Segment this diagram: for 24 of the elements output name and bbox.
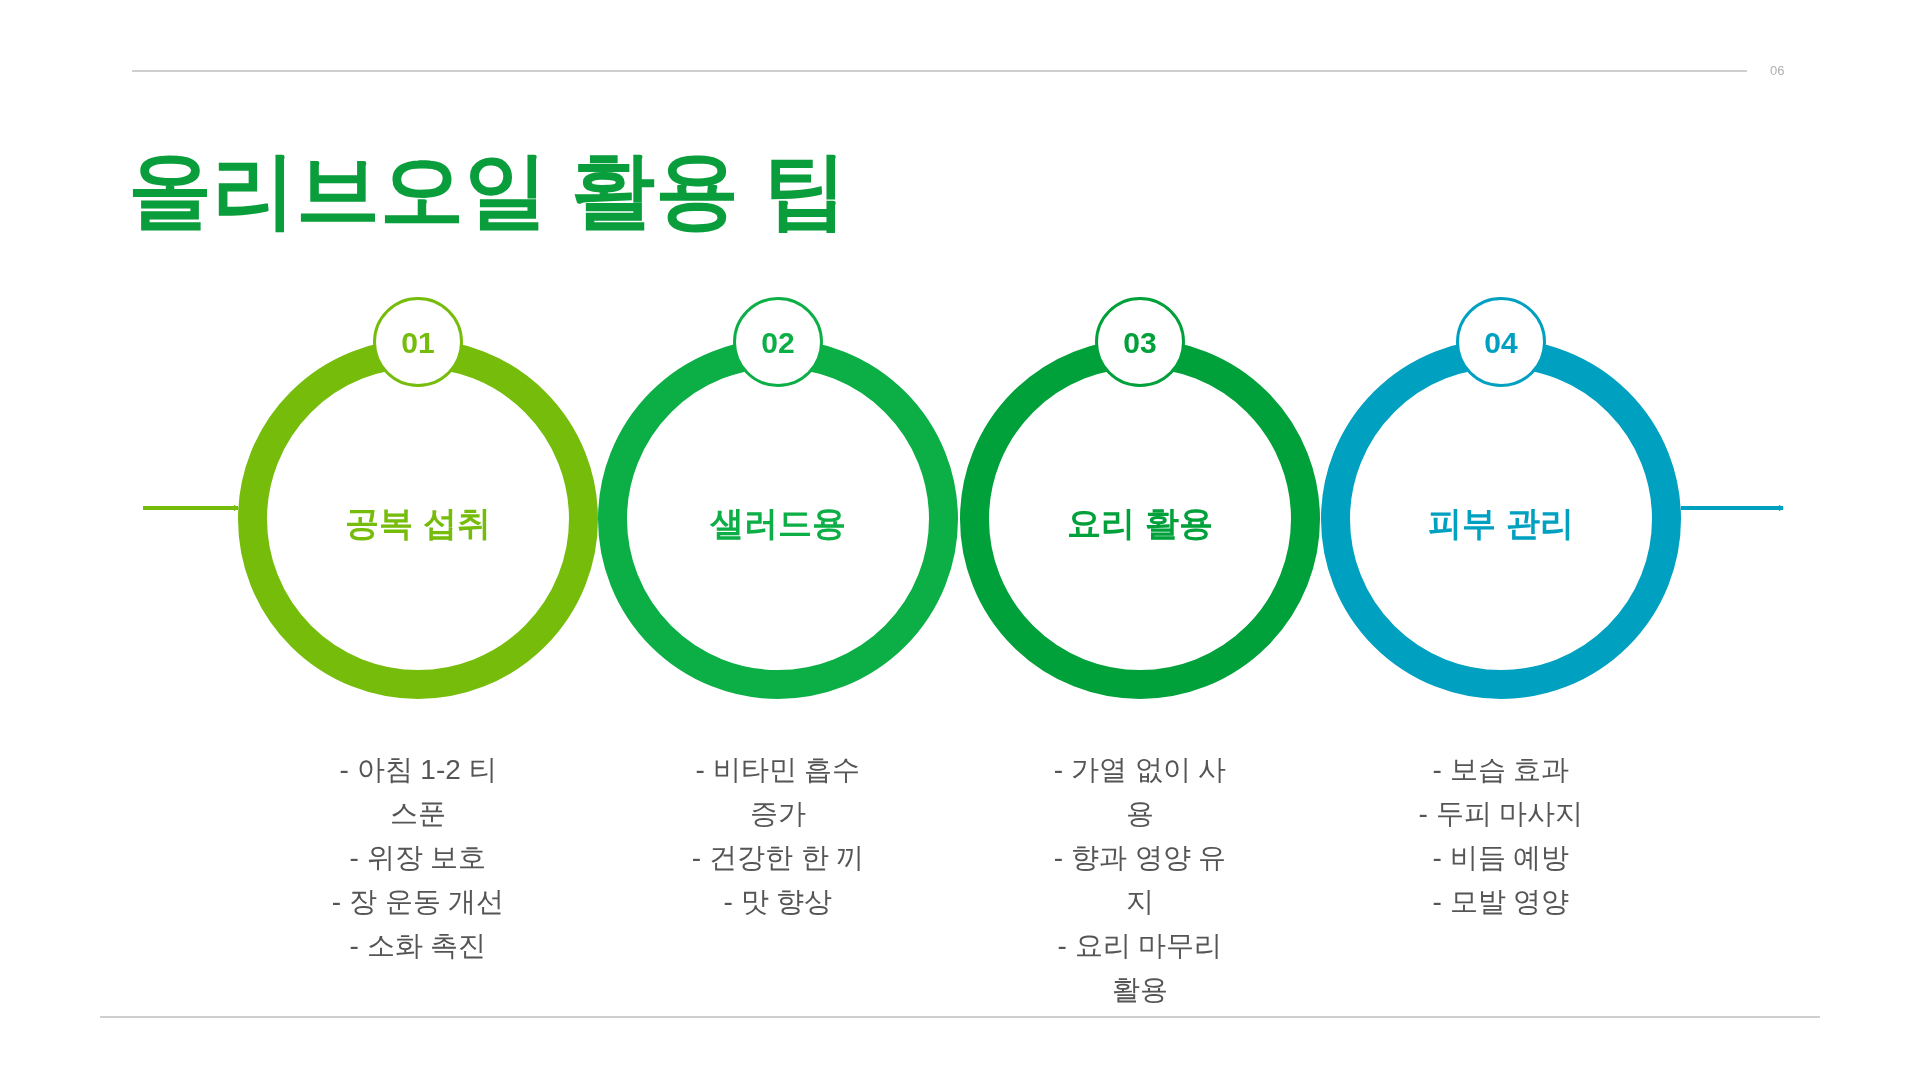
bullet-text: - 요리 마무리 활용 — [1056, 929, 1224, 1007]
step-title: 공복 섭취 — [345, 502, 491, 544]
bullet-text: - 비타민 흡수 증가 — [694, 753, 862, 831]
bullet-text: - 아침 1-2 티스푼 — [338, 753, 498, 831]
bullet-text: - 두피 마사지 — [1417, 797, 1585, 831]
page-number: 06 — [1770, 62, 1785, 80]
number-badge: 01 — [373, 297, 463, 387]
bullet-text: - 위장 보호 — [348, 841, 488, 875]
step-title: 피부 관리 — [1428, 502, 1574, 544]
number-badge: 04 — [1456, 297, 1546, 387]
bullet-text: - 비듬 예방 — [1431, 841, 1571, 875]
number-badge: 02 — [733, 297, 823, 387]
number-badge: 03 — [1095, 297, 1185, 387]
step-title: 요리 활용 — [1067, 502, 1213, 544]
bullet-text: - 맛 향상 — [722, 885, 834, 919]
bullet-text: - 가열 없이 사용 — [1052, 753, 1228, 831]
title: 올리브오일 활용 팁 — [128, 142, 847, 239]
bullet-text: - 모발 영양 — [1431, 885, 1571, 919]
bullet-text: - 장 운동 개선 — [330, 885, 506, 919]
bullet-text: - 소화 촉진 — [348, 929, 488, 963]
bullet-text: - 보습 효과 — [1431, 753, 1571, 787]
step-title: 샐러드용 — [710, 502, 846, 544]
bullet-text: - 향과 영양 유지 — [1052, 841, 1228, 919]
bullet-text: - 건강한 한 끼 — [690, 841, 866, 875]
